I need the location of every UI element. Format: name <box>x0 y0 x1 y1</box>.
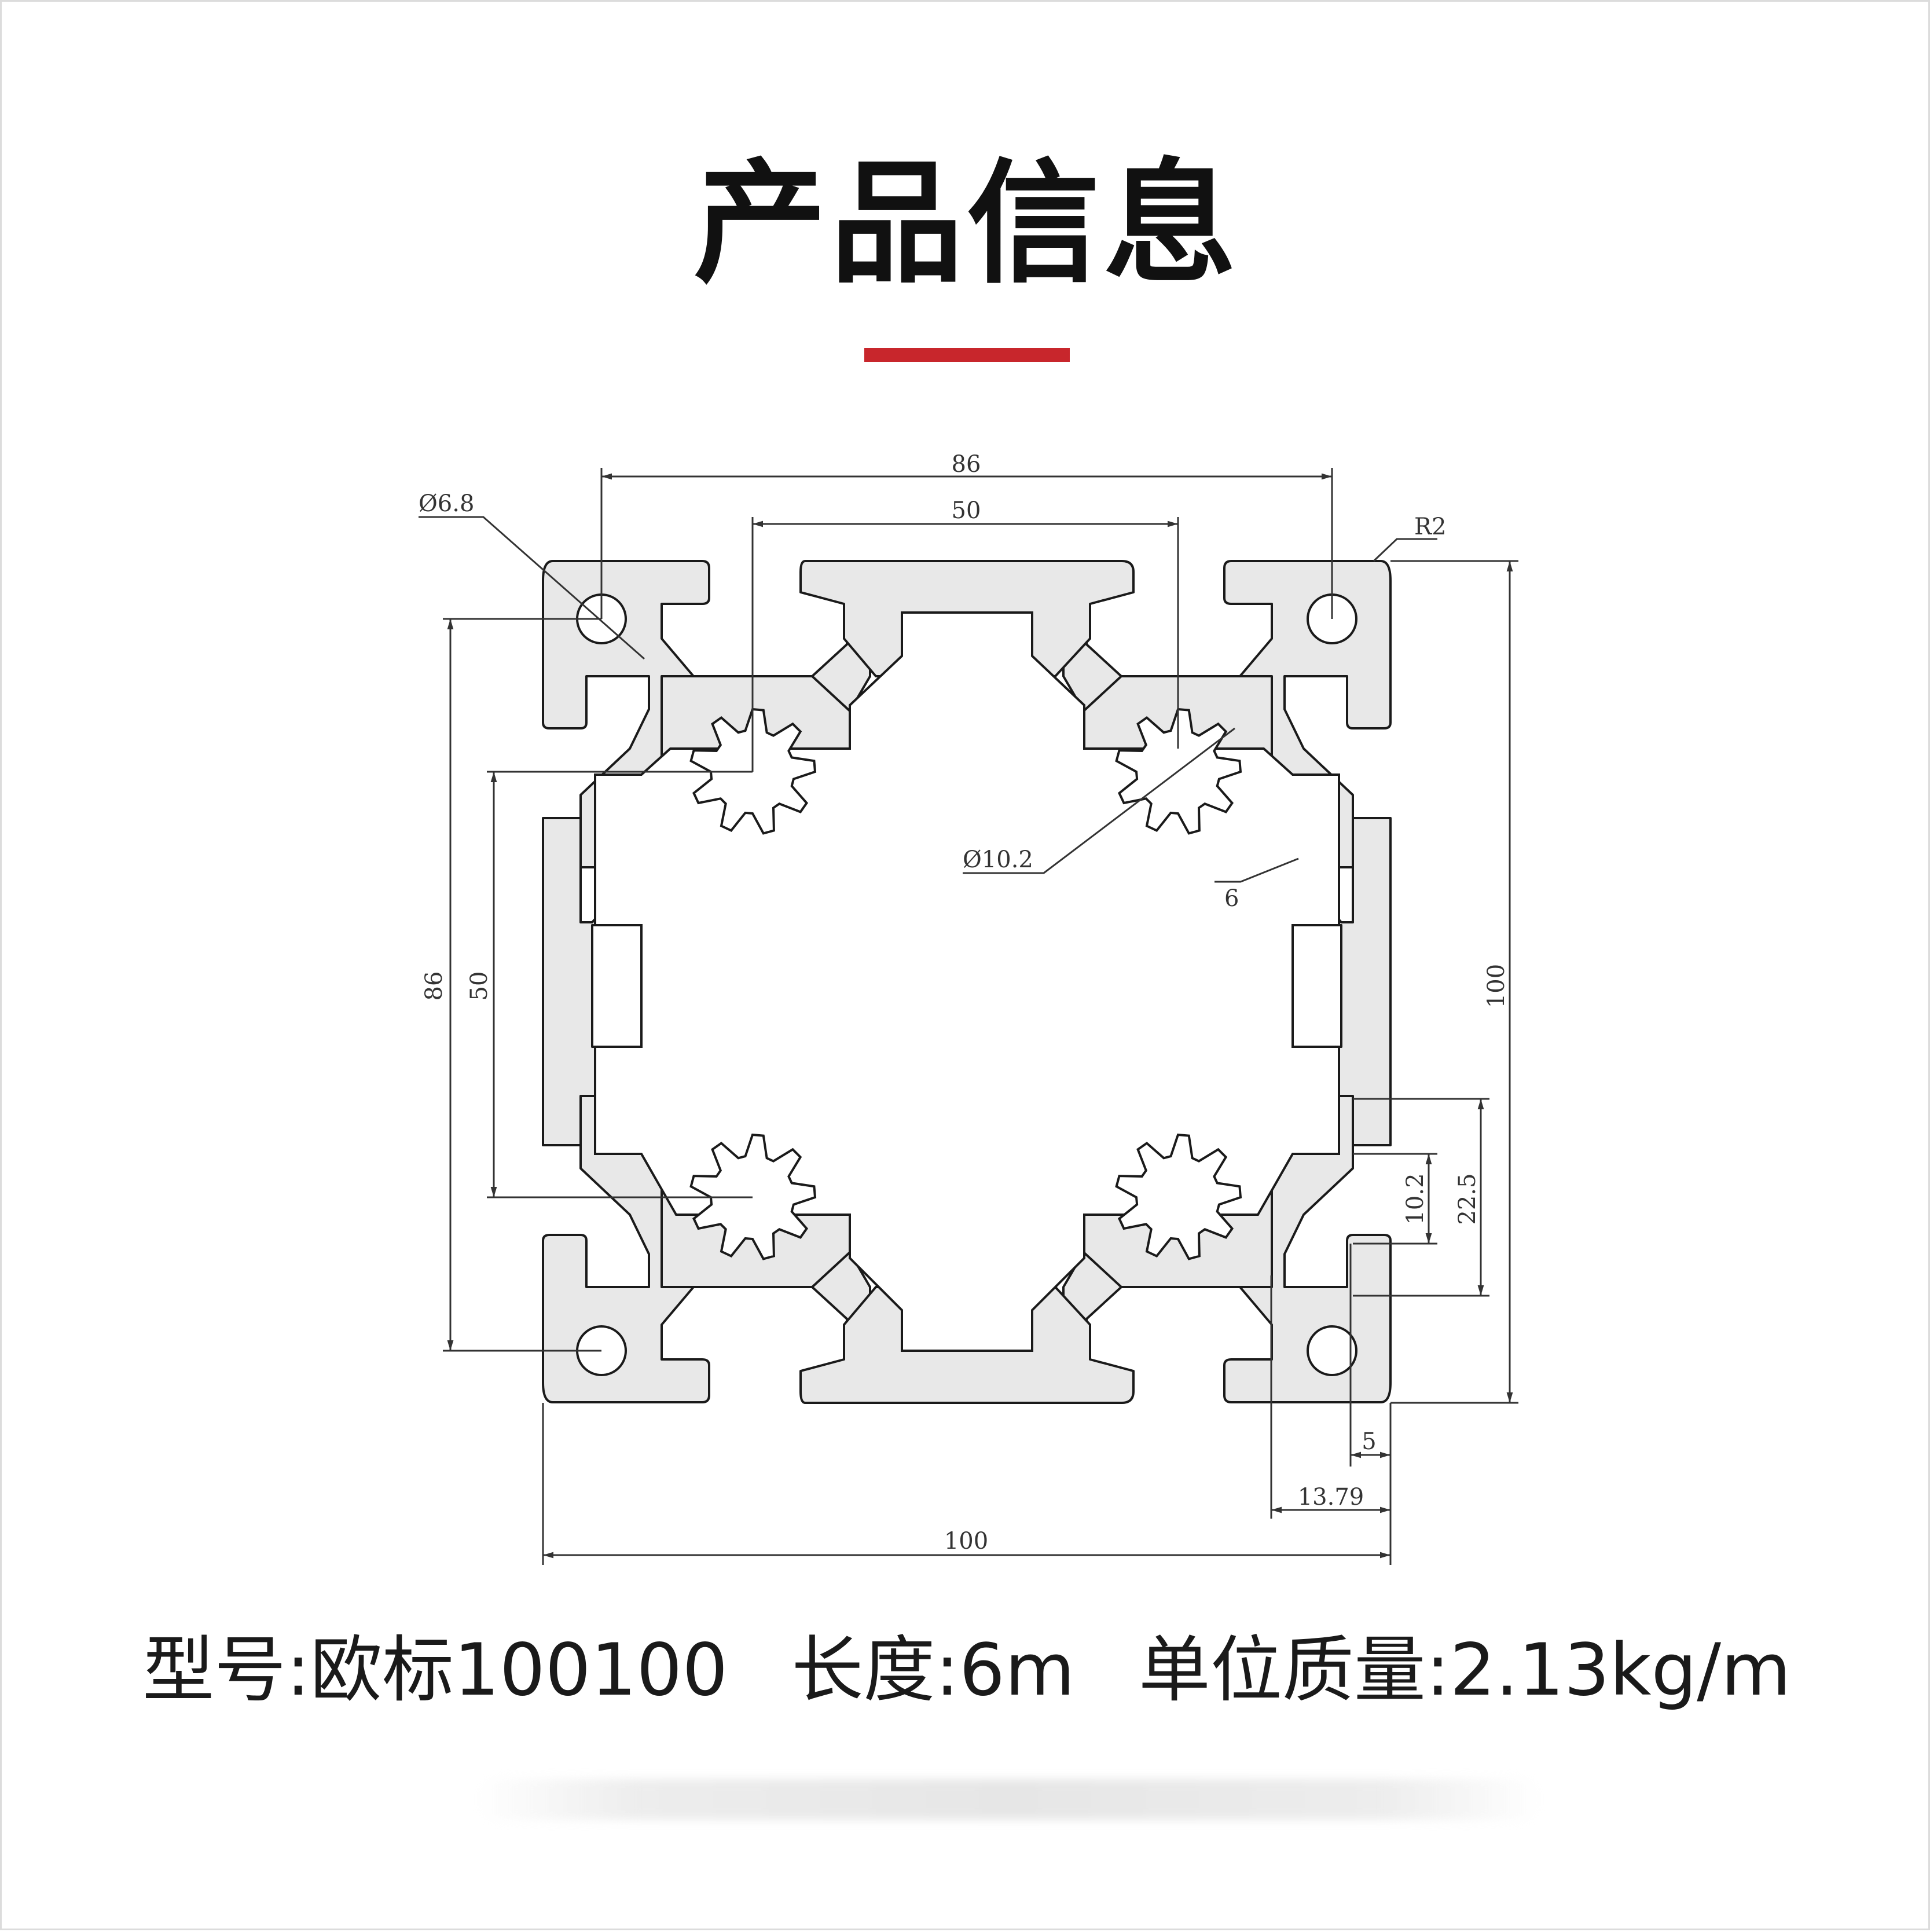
spec-length: 长度:6m <box>791 1629 1075 1712</box>
dim-wall: 6 <box>1224 885 1239 912</box>
spec-mass: 单位质量:2.13kg/m <box>1138 1629 1791 1712</box>
dim-left-outer: 86 <box>421 972 447 1001</box>
dim-slot-depth: 22.5 <box>1454 1173 1481 1225</box>
dim-top-outer: 86 <box>952 451 981 478</box>
dim-left-inner: 50 <box>466 972 493 1001</box>
dim-height: 100 <box>1483 964 1510 1008</box>
title-underline <box>864 348 1070 362</box>
page-title: 产品信息 <box>693 147 1240 302</box>
dim-top-inner: 50 <box>952 497 981 524</box>
core-star-hole-3 <box>689 1133 817 1260</box>
hole-bottom-right <box>1307 1325 1357 1376</box>
dim-lip: 5 <box>1362 1428 1376 1455</box>
dim-width: 100 <box>944 1528 988 1555</box>
dim-slot-width: 10.2 <box>1402 1173 1429 1225</box>
dim-offset: 13.79 <box>1298 1484 1364 1511</box>
dim-core-hole: Ø10.2 <box>963 846 1033 873</box>
dimension-labels: 86 50 Ø6.8 R2 86 50 Ø10.2 6 100 10.2 22.… <box>419 451 1510 1555</box>
core-star-hole-4 <box>1115 1133 1242 1260</box>
dim-corner-radius: R2 <box>1414 514 1447 540</box>
blurred-caption <box>476 1779 1542 1820</box>
dim-hole-diameter: Ø6.8 <box>419 490 474 517</box>
spec-model: 型号:欧标100100 <box>142 1629 728 1712</box>
dimension-lines <box>419 468 1518 1565</box>
